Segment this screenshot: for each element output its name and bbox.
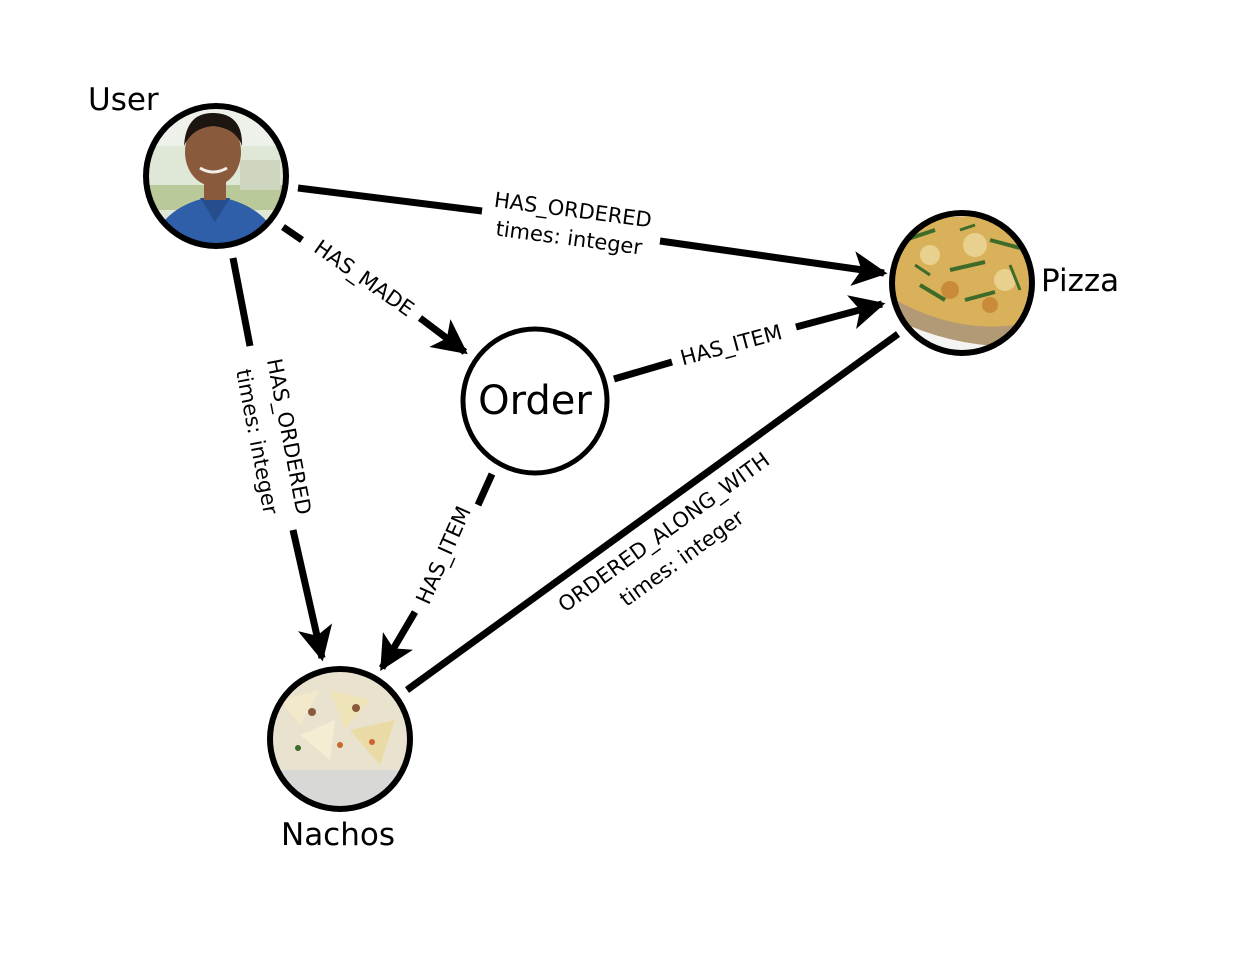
edge-user-has-made-order: HAS_MADE <box>281 224 468 355</box>
edge-label-type: HAS_MADE <box>309 235 418 322</box>
node-label-pizza: Pizza <box>1041 263 1119 299</box>
edge-label-type: ORDERED_ALONG_WITH <box>554 448 775 618</box>
node-nachos: Nachos <box>267 666 413 853</box>
node-label-user: User <box>88 82 159 118</box>
edge-label-type: HAS_ITEM <box>678 320 785 371</box>
pizza-photo <box>892 213 1032 353</box>
node-label-order: Order <box>478 378 592 424</box>
node-order: Order <box>460 326 610 476</box>
edge-order-has-item-pizza: HAS_ITEM <box>613 295 886 383</box>
node-user: User <box>88 82 289 249</box>
edge-label-type: HAS_ITEM <box>411 503 476 609</box>
edge-user-has-ordered-nachos: HAS_ORDERED times: integer <box>229 257 333 662</box>
node-label-nachos: Nachos <box>281 817 395 853</box>
node-pizza: Pizza <box>889 210 1119 356</box>
person-photo <box>146 106 286 246</box>
edge-user-has-ordered-pizza: HAS_ORDERED times: integer <box>297 184 888 286</box>
